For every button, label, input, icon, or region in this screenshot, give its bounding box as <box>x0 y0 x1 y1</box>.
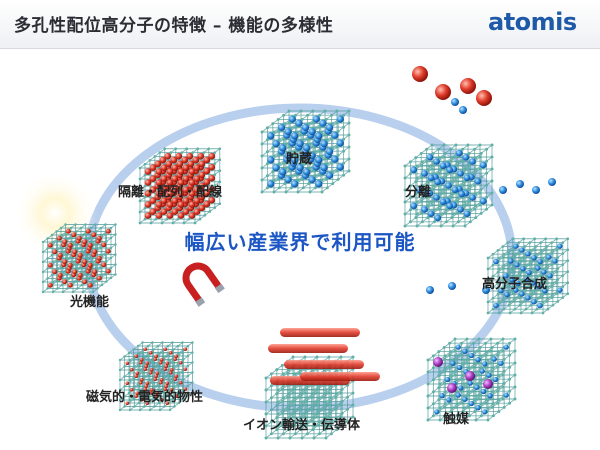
lattice-polymer <box>486 237 570 315</box>
ion-channel-rod <box>268 344 348 353</box>
ion-channel-rod <box>300 372 380 381</box>
title-bar: 多孔性配位高分子の特徴 – 機能の多様性 atomis <box>0 0 600 49</box>
product-ball <box>465 371 475 381</box>
product-ball <box>483 379 493 389</box>
monomer-ball <box>499 186 507 194</box>
product-ball <box>433 357 443 367</box>
reactant-ball <box>426 286 434 294</box>
mof-lattices <box>41 66 570 440</box>
label-polymer-synthesis: 高分子合成 <box>482 277 548 292</box>
red-molecule <box>435 84 451 100</box>
label-alignment: 隔離・配列・配線 <box>118 185 223 200</box>
product-ball <box>447 383 457 393</box>
ion-channel-rod <box>280 328 360 337</box>
ion-channel-rod <box>284 360 364 369</box>
center-message: 幅広い産業界で利用可能 <box>184 230 416 254</box>
red-molecule <box>476 90 492 106</box>
monomer-ball <box>548 178 556 186</box>
magnet-icon <box>182 262 225 307</box>
label-optical: 光機能 <box>70 295 110 310</box>
monomer-ball <box>532 186 540 194</box>
reactant-ball <box>448 282 456 290</box>
label-storage: 貯蔵 <box>286 152 313 167</box>
label-separation: 分離 <box>405 185 432 200</box>
monomer-ball <box>516 180 524 188</box>
logo-text: atomis <box>488 8 577 36</box>
label-magnetic-electric: 磁気的・電気的物性 <box>86 390 204 405</box>
label-ion-transport: イオン輸送・伝導体 <box>243 418 361 433</box>
label-catalyst: 触媒 <box>443 412 470 427</box>
red-molecule <box>460 78 476 94</box>
blue-molecule <box>459 106 467 114</box>
red-molecule <box>412 66 428 82</box>
lattice-magnetic <box>118 341 194 412</box>
lattice-storage <box>260 109 351 194</box>
blue-molecule <box>451 98 459 106</box>
slide-title: 多孔性配位高分子の特徴 – 機能の多様性 <box>14 16 334 36</box>
lattice-alignment <box>138 147 222 225</box>
atomis-logo: atomis <box>488 8 588 38</box>
lattice-separation <box>403 143 494 228</box>
lattice-optical <box>41 223 117 294</box>
reactant-ball <box>482 286 490 294</box>
